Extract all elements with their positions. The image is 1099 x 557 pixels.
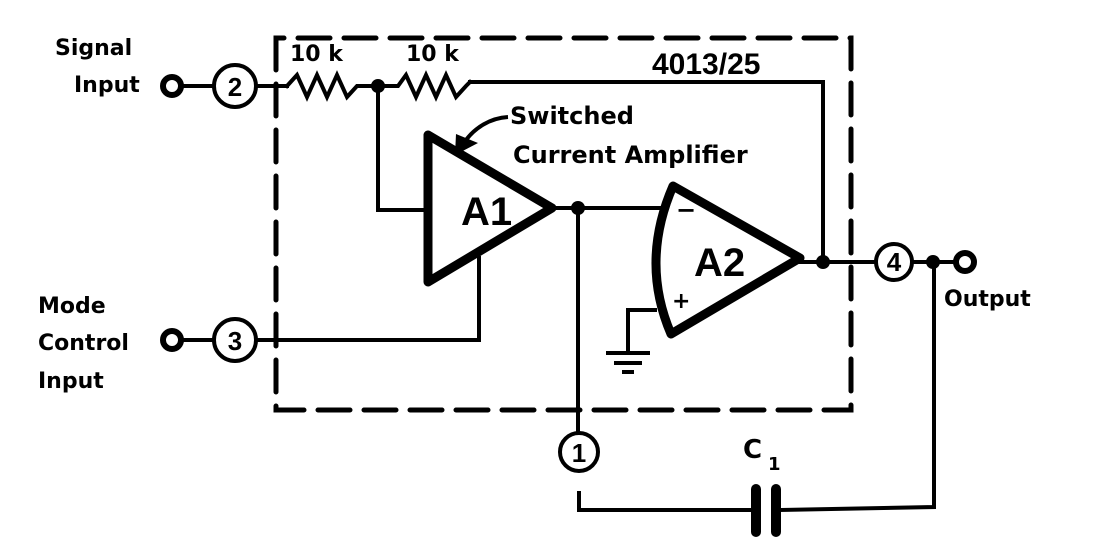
resistor-r2	[376, 70, 473, 102]
output-label: Output	[944, 287, 1031, 312]
junction-a2-output	[816, 255, 830, 269]
pin-1-number: 1	[572, 438, 586, 468]
amplifier-a2-noninv-sign: +	[672, 289, 690, 314]
mode-control-label-line3: Input	[38, 369, 104, 394]
wire-feedback	[468, 80, 825, 264]
part-number-label: 4013/25	[652, 48, 760, 81]
wire-c1-to-output	[778, 260, 936, 513]
capacitor-c1-subscript: 1	[768, 454, 781, 475]
wire-pin1-to-c1	[577, 491, 753, 512]
annotation-line1: Switched	[510, 102, 634, 130]
ground-icon	[606, 351, 650, 374]
amplifier-a2-label: A2	[694, 241, 745, 285]
amplifier-a1	[423, 130, 557, 287]
amplifier-a2-inv-sign: −	[676, 196, 696, 224]
amplifier-a1-label: A1	[461, 190, 512, 234]
pin-3-number: 3	[228, 326, 242, 356]
resistor-r2-value: 10 k	[406, 42, 460, 67]
signal-input-terminal[interactable]	[160, 74, 184, 98]
mode-control-label-line1: Mode	[38, 294, 106, 319]
ic-package-boundary	[273, 35, 854, 413]
capacitor-c1-label: C	[743, 435, 762, 465]
signal-input-label-line2: Input	[74, 73, 140, 98]
resistor-r1-value: 10 k	[290, 42, 344, 67]
output-terminal[interactable]	[953, 250, 977, 274]
pin-2-number: 2	[228, 72, 242, 102]
annotation-line2: Current Amplifier	[513, 141, 748, 169]
amplifier-a2	[651, 181, 805, 339]
resistor-r1	[284, 70, 380, 102]
mode-control-terminal[interactable]	[160, 328, 184, 352]
signal-input-label-line1: Signal	[55, 36, 132, 61]
wire-pin3-to-a1-control	[254, 256, 481, 342]
wire-junction-to-a1-input	[376, 84, 426, 212]
pin-4-number: 4	[887, 247, 902, 277]
wire-a2-plus-to-ground	[626, 308, 657, 354]
mode-control-label-line2: Control	[38, 331, 129, 356]
annotation-arrowhead	[455, 134, 478, 155]
pin-1-marker	[558, 431, 600, 473]
annotation-arrow	[464, 115, 509, 142]
